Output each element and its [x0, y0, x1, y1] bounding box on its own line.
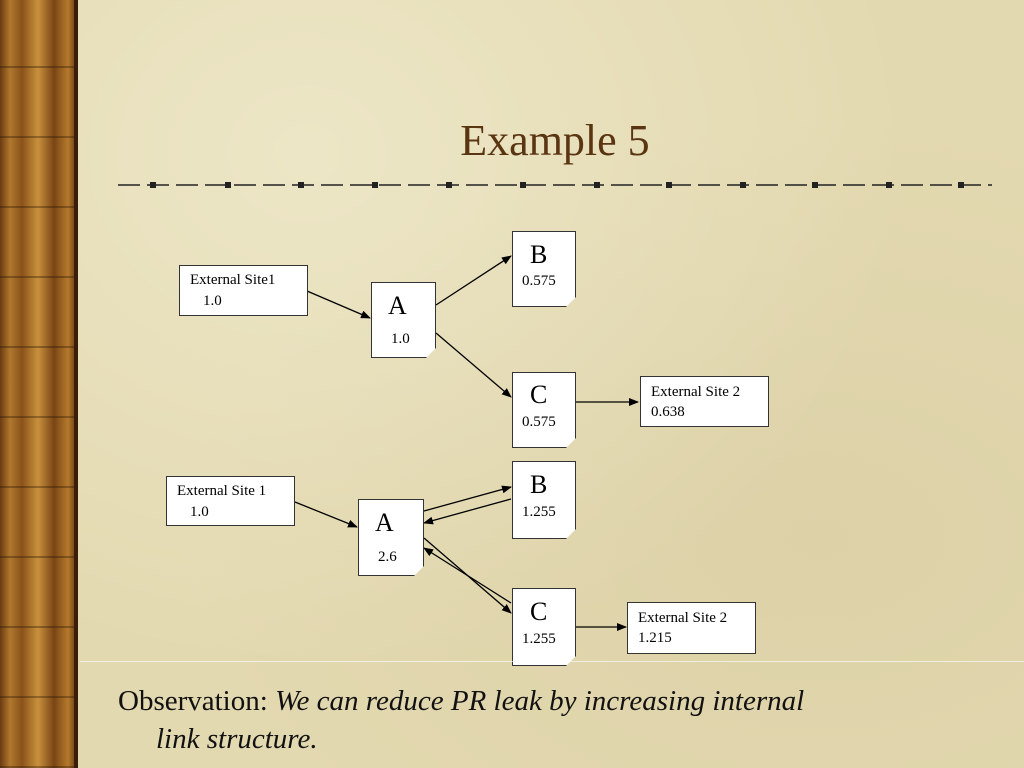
page-c: C 0.575 — [512, 372, 576, 448]
page-c-label: C — [530, 597, 548, 626]
external-site2-value: 1.215 — [638, 630, 672, 646]
page-b: B 0.575 — [512, 231, 576, 307]
arrow-ext1-to-a-2 — [294, 501, 358, 528]
wood-sidebar — [0, 0, 78, 768]
page-b-value: 0.575 — [522, 273, 556, 289]
observation-body-continued: link structure. — [156, 723, 318, 755]
page-b-label: B — [530, 470, 548, 499]
page-a: A 1.0 — [371, 282, 436, 358]
external-site2-value: 0.638 — [651, 404, 685, 420]
page-a: A 2.6 — [358, 499, 424, 576]
external-site1-label: External Site1 — [190, 272, 276, 288]
page-b: B 1.255 — [512, 461, 576, 539]
external-site2-box: External Site 2 0.638 — [640, 376, 769, 427]
page-b-value: 1.255 — [522, 504, 556, 520]
external-site1-label: External Site 1 — [177, 483, 267, 499]
page-b-label: B — [530, 240, 548, 269]
observation-label: Observation: — [118, 685, 276, 717]
page-a-label: A — [388, 291, 407, 320]
arrow-ext1-to-a-1 — [306, 290, 371, 319]
footer-divider — [80, 661, 1024, 662]
page-c-value: 1.255 — [522, 631, 556, 647]
page-a-label: A — [375, 508, 394, 537]
page-c-label: C — [530, 380, 548, 409]
external-site2-box: External Site 2 1.215 — [627, 602, 756, 654]
external-site1-box: External Site1 1.0 — [179, 265, 308, 316]
arrow-a-to-b-1 — [435, 255, 512, 306]
external-site1-box: External Site 1 1.0 — [166, 476, 295, 526]
page-a-value: 1.0 — [391, 331, 410, 347]
arrow-b-to-a-2 — [423, 498, 512, 525]
observation-body: We can reduce PR leak by increasing inte… — [275, 685, 805, 717]
arrow-a-to-b-2 — [423, 485, 512, 512]
external-site2-label: External Site 2 — [651, 384, 741, 400]
external-site1-value: 1.0 — [190, 504, 209, 520]
slide-title: Example 5 — [460, 116, 650, 165]
arrow-a-to-c-1 — [435, 332, 512, 398]
external-site1-value: 1.0 — [203, 293, 222, 309]
page-a-value: 2.6 — [378, 549, 397, 565]
external-site2-label: External Site 2 — [638, 610, 728, 626]
page-c: C 1.255 — [512, 588, 576, 666]
observation-text: Observation: We can reduce PR leak by in… — [118, 682, 998, 758]
arrow-c-to-a-2 — [423, 547, 512, 604]
title-divider — [118, 182, 992, 188]
page-c-value: 0.575 — [522, 414, 556, 430]
